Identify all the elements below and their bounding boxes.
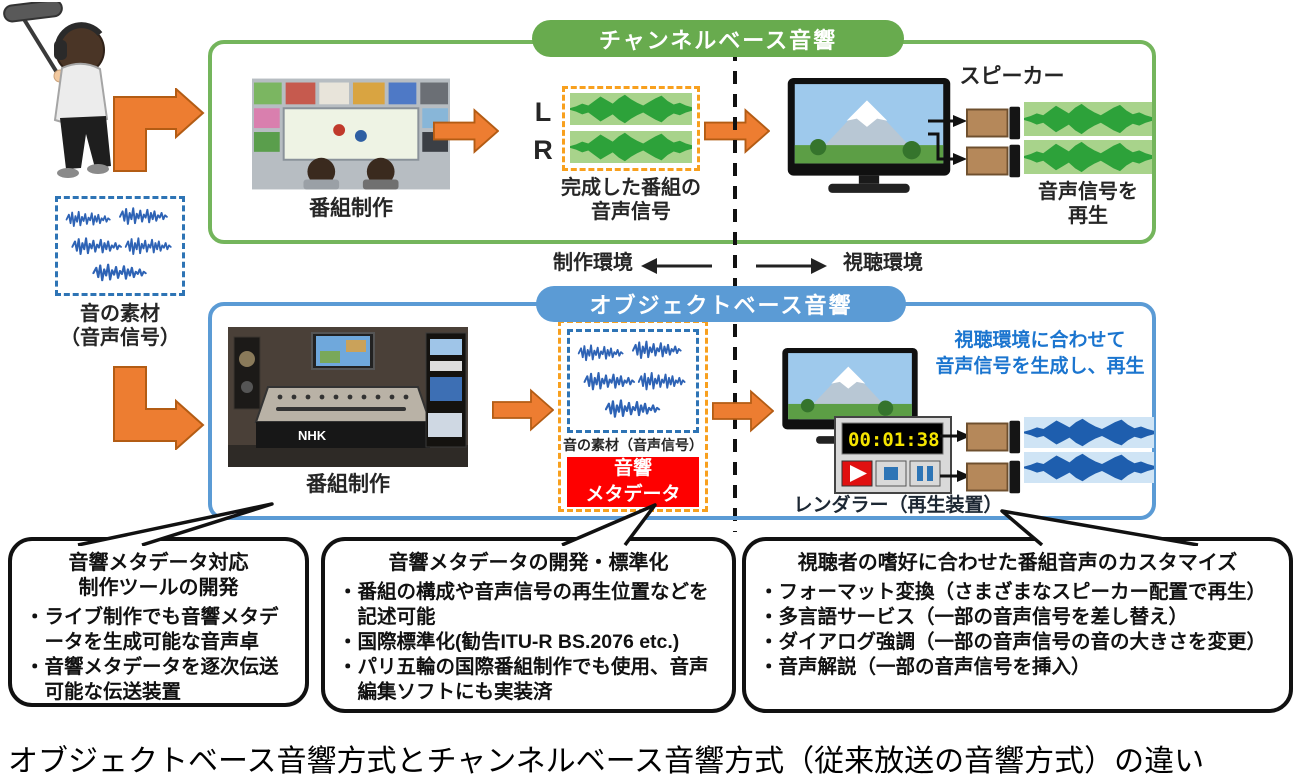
boom-operator-illustration — [3, 2, 111, 178]
callout-title: 音響メタデータの開発・標準化 — [388, 552, 669, 574]
production-env-label: 制作環境 — [553, 252, 633, 274]
pause-icon — [909, 460, 941, 487]
waveform-scribble-icon — [65, 207, 172, 282]
speaker-icon — [966, 106, 1022, 140]
object-stream-box: 音の素材（音声信号） 音響 メタデータ — [558, 320, 708, 512]
callout-bullet: ・フォーマット変換（さまざまなスピーカー配置で再生） — [759, 581, 1267, 603]
production-label-bottom: 番組制作 — [306, 473, 390, 496]
elbow-arrow-down-icon — [113, 366, 205, 450]
speaker-section-label: スピーカー — [959, 65, 1065, 88]
viewing-env-label: 視聴環境 — [843, 252, 923, 274]
flow-arrow-icon — [712, 388, 774, 434]
callout-title: 制作ツールの開発 — [78, 577, 239, 599]
elbow-arrow-up-icon — [113, 88, 205, 172]
callout-bullet: ・音声解説（一部の音声信号を挿入） — [759, 655, 1091, 678]
figure-caption: オブジェクトベース音響方式とチャンネルベース音響方式（従来放送の音響方式）の違い — [8, 745, 1205, 775]
production-label-top: 番組制作 — [309, 197, 393, 220]
sound-material-box — [55, 196, 185, 296]
renderer-device: 00:01:38 — [834, 416, 952, 494]
waveform-scribble-icon — [577, 340, 686, 418]
flow-arrow-icon — [492, 386, 554, 434]
callout-production-tools: 音響メタデータ対応 制作ツールの開発 ・ライブ制作でも音響メタデータを生成可能な… — [8, 537, 309, 707]
play-icon — [841, 460, 873, 487]
speaker-icon — [966, 460, 1022, 494]
callout-bullet: ・多言語サービス（一部の音声信号を差し替え） — [759, 605, 1189, 628]
callout-title: 視聴者の嗜好に合わせた番組音声のカスタマイズ — [797, 552, 1238, 574]
control-room-image — [252, 78, 450, 190]
playback-label: 音声信号を 再生 — [1038, 181, 1138, 228]
channel-r-label: R — [533, 135, 553, 165]
speaker-waveform-icon — [1024, 140, 1152, 174]
callout-bullet: ・パリ五輪の国際番組制作でも使用、音声編集ソフトにも実装済 — [338, 655, 709, 703]
channel-l-label: L — [534, 97, 552, 127]
renderer-label: レンダラー（再生装置） — [793, 495, 1003, 516]
connector-arrows-icon — [940, 430, 971, 482]
waveform-strip-icon — [570, 131, 692, 163]
speaker-waveform-icon — [1024, 417, 1154, 448]
object-material-label: 音の素材（音声信号） — [563, 437, 703, 453]
object-base-title-pill: オブジェクトベース音響 — [536, 286, 906, 322]
callout-audio-customization: 視聴者の嗜好に合わせた番組音声のカスタマイズ ・フォーマット変換（さまざまなスピ… — [742, 537, 1293, 713]
sound-material-label: 音の素材 （音声信号） — [60, 303, 180, 350]
callout-bullet: ・国際標準化(勧告ITU-R BS.2076 etc.) — [338, 630, 680, 653]
speaker-icon — [966, 420, 1022, 454]
callout-bullet: ・ライブ制作でも音響メタデータを生成可能な音声卓 — [25, 606, 279, 653]
renderer-adaptive-note: 視聴環境に合わせて 音声信号を生成し、再生 — [935, 330, 1145, 377]
callout-bullet: ・番組の構成や音声信号の再生位置などを記述可能 — [338, 581, 709, 628]
channel-base-title-pill: チャンネルベース音響 — [532, 20, 904, 57]
finished-signal-box — [562, 86, 700, 171]
callout-bullet: ・ダイアログ強調（一部の音声信号の音の大きさを変更） — [759, 630, 1267, 653]
callout-tail-icon — [77, 502, 1199, 546]
mixing-console-image: NHK — [228, 327, 468, 467]
stop-icon — [875, 460, 907, 487]
finished-signal-label: 完成した番組の 音声信号 — [561, 177, 701, 224]
waveform-strip-icon — [570, 93, 692, 125]
nhk-logo: NHK — [298, 428, 327, 443]
callout-bullet: ・音響メタデータを逐次伝送可能な伝送装置 — [25, 655, 279, 703]
audio-metadata-box: 音響 メタデータ — [567, 457, 699, 507]
env-arrow-left-icon — [641, 258, 712, 274]
callout-metadata-standardization: 音響メタデータの開発・標準化 ・番組の構成や音声信号の再生位置などを記述可能 ・… — [321, 537, 736, 713]
connector-arrows-icon — [928, 115, 967, 165]
timecode-display: 00:01:38 — [848, 429, 940, 451]
flow-arrow-icon — [704, 106, 770, 156]
object-material-box — [567, 329, 699, 433]
env-arrow-right-icon — [756, 258, 827, 274]
callout-title: 音響メタデータ対応 — [68, 552, 249, 574]
speaker-icon — [966, 144, 1022, 178]
speaker-waveform-icon — [1024, 102, 1152, 136]
speaker-waveform-icon — [1024, 452, 1154, 483]
flow-arrow-icon — [433, 106, 499, 156]
